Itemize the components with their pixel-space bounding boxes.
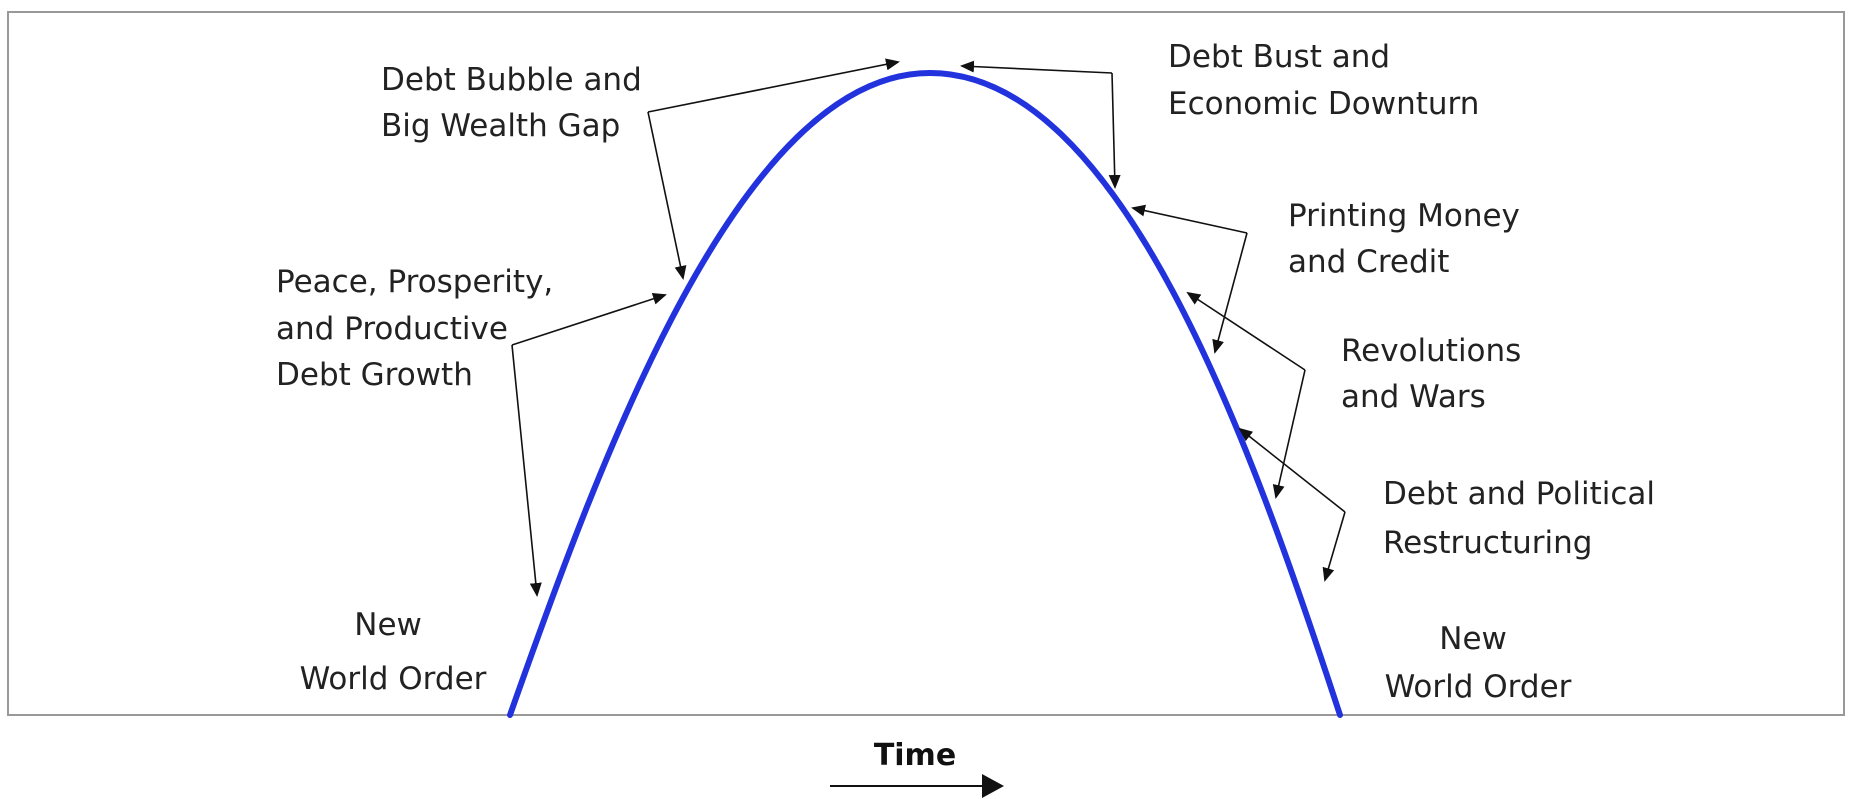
diagram-frame (7, 11, 1845, 716)
label-debt-bubble: Debt Bubble and Big Wealth Gap (381, 62, 652, 144)
callout-debt-bust (960, 60, 1121, 189)
callout-restructuring (1238, 427, 1346, 582)
callout-peace-prosperity (511, 293, 667, 597)
time-arrow (830, 774, 1004, 798)
cycle-curve (507, 69, 1343, 718)
callout-printing-money (1131, 204, 1248, 354)
label-new-world-order-left: New World Order (300, 607, 487, 697)
label-new-world-order-right: New World Order (1385, 621, 1572, 705)
label-restructuring: Debt and Political Restructuring (1383, 476, 1665, 561)
label-revolutions: Revolutions and Wars (1341, 333, 1531, 415)
label-peace-prosperity: Peace, Prosperity, and Productive Debt G… (276, 264, 563, 393)
callout-revolutions (1186, 291, 1306, 499)
label-printing-money: Printing Money and Credit (1288, 198, 1530, 280)
time-axis-label: Time (874, 738, 956, 773)
label-debt-bust: Debt Bust and Economic Downturn (1168, 39, 1479, 122)
callout-debt-bubble (647, 58, 900, 280)
